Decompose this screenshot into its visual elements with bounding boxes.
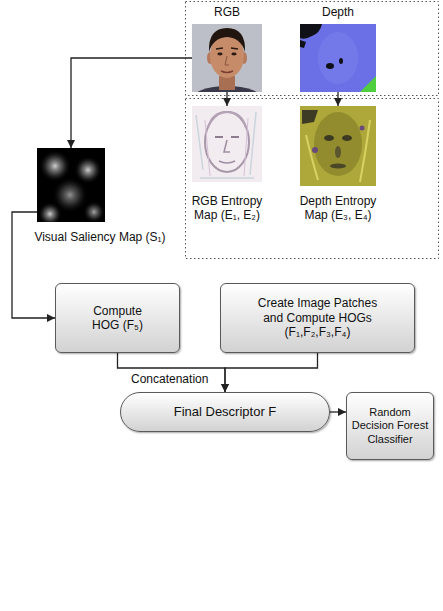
image-node: Visual Saliency Map (S₁) xyxy=(37,148,105,222)
saliency-map-image xyxy=(37,148,105,222)
node-text: Compute HOG (F₅) xyxy=(83,304,153,333)
connector-arrow xyxy=(118,353,226,392)
node-text: Create Image Patches and Compute HOGs (F… xyxy=(257,296,379,339)
depth-entropy-image xyxy=(300,106,376,186)
image-node: RGB xyxy=(192,24,262,92)
image-caption: Visual Saliency Map (S₁) xyxy=(30,230,170,244)
connector-arrow xyxy=(337,92,338,106)
rgb-face-image xyxy=(192,24,262,92)
group-outline xyxy=(186,99,439,259)
depth-image xyxy=(300,24,376,92)
node-text: Final Descriptor F xyxy=(174,404,277,420)
image-caption: RGB Entropy Map (E₁, E₂) xyxy=(181,194,273,222)
image-node: Depth xyxy=(300,24,376,92)
terminal-pill: Final Descriptor F xyxy=(120,392,330,432)
node-text: Random Decision Forest Classifier xyxy=(351,406,429,446)
image-caption: RGB xyxy=(197,5,257,19)
group-outline xyxy=(186,2,439,96)
image-node: Depth Entropy Map (E₃, E₄) xyxy=(300,106,376,186)
image-caption: Depth xyxy=(308,5,368,19)
connector-arrow xyxy=(225,353,318,392)
image-caption: Depth Entropy Map (E₃, E₄) xyxy=(292,194,384,222)
process-box: Create Image Patches and Compute HOGs (F… xyxy=(220,283,415,353)
image-node: RGB Entropy Map (E₁, E₂) xyxy=(192,106,262,182)
process-box: Random Decision Forest Classifier xyxy=(346,392,434,460)
connector-arrow xyxy=(226,92,227,106)
connector-arrow xyxy=(71,58,192,148)
annotation-label: Concatenation xyxy=(130,372,209,386)
connector-arrow xyxy=(12,212,55,318)
connector-arrow xyxy=(330,411,346,412)
process-box: Compute HOG (F₅) xyxy=(55,283,180,353)
rgb-entropy-image xyxy=(192,106,262,182)
